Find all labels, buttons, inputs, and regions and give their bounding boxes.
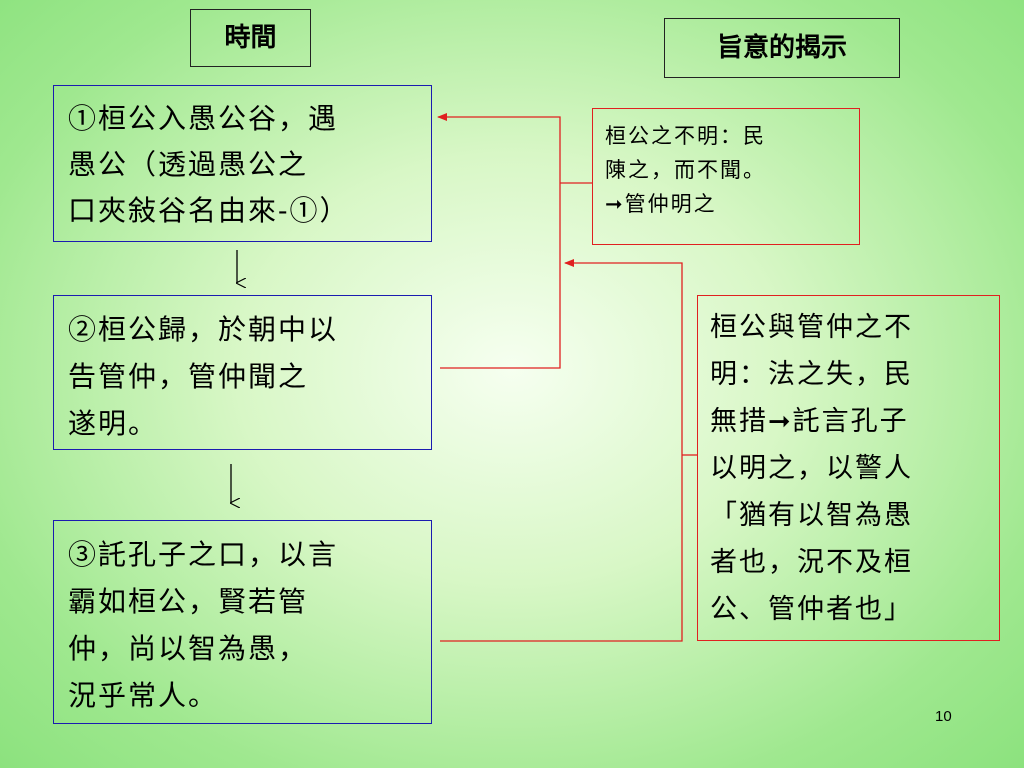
insight1-line: 桓公之不明：民 [605,124,766,148]
step3-line: 況乎常人。 [68,679,219,712]
step1-line: ①桓公入愚公谷，遇 [68,102,339,135]
step1-line: 愚公（透過愚公之 [68,148,309,181]
heading-intent: 旨意的揭示 [664,18,900,78]
step1-line: 口夾敍谷名由來-①） [68,194,350,227]
insight1-line: ➞管仲明之 [605,192,717,216]
step3-line: ③託孔子之口，以言 [68,538,339,571]
step-box-3: ③託孔子之口，以言 霸如桓公，賢若管 仲，尚以智為愚， 況乎常人。 [53,520,432,724]
insight2-line: 「猶有以智為愚 [710,500,913,531]
insight2-line: 桓公與管仲之不 [710,312,913,343]
connector-step3-to-step2 [440,259,683,642]
insight2-line: 者也，況不及桓 [710,547,913,578]
step-box-2: ②桓公歸，於朝中以 告管仲，管仲聞之 遂明。 [53,295,432,450]
slide-number: 10 [935,708,952,725]
insight2-line: 明：法之失，民 [710,359,913,390]
connector-step2-to-step1 [437,113,561,369]
insight-box-1: 桓公之不明：民 陳之，而不聞。 ➞管仲明之 [592,108,860,245]
heading-time-label: 時間 [224,23,277,53]
insight2-line: 以明之，以警人 [710,453,913,484]
insight2-line: 公、管仲者也」 [710,594,913,625]
heading-time: 時間 [190,9,311,67]
step-box-1: ①桓公入愚公谷，遇 愚公（透過愚公之 口夾敍谷名由來-①） [53,85,432,242]
step2-line: ②桓公歸，於朝中以 [68,313,339,346]
insight2-line: 無措➞託言孔子 [710,406,909,437]
insight-box-2: 桓公與管仲之不 明：法之失，民 無措➞託言孔子 以明之，以警人 「猶有以智為愚 … [697,295,1000,641]
step3-line: 霸如桓公，賢若管 [68,585,309,618]
heading-intent-label: 旨意的揭示 [716,33,847,63]
insight1-line: 陳之，而不聞。 [605,158,766,182]
step2-line: 遂明。 [68,407,159,440]
step3-line: 仲，尚以智為愚， [68,632,309,665]
step2-line: 告管仲，管仲聞之 [68,360,309,393]
